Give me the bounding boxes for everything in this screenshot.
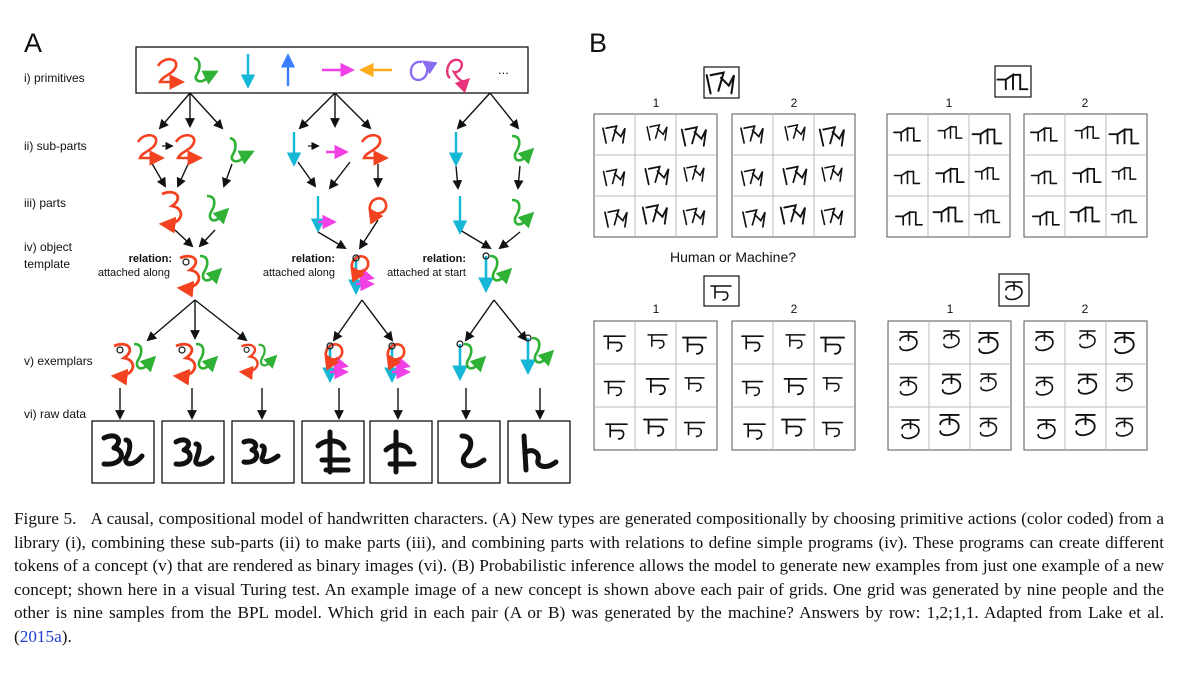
sub-parts-row [138,132,532,167]
panel-a-diagram: A i) primitives ii) sub-parts iii) parts… [24,28,571,484]
row-label-primitives: i) primitives [24,71,85,85]
grid-1a [593,113,718,238]
panel-a-letter: A [24,28,42,58]
row-label-parts: iii) parts [24,196,66,210]
row-label-raw-data: vi) raw data [24,407,86,421]
grid-4b [1023,320,1148,451]
caption-reference-link[interactable]: 2015a [19,626,62,646]
grid-4a [887,320,1012,451]
grid-label-3a: 1 [653,302,660,316]
more-primitives-ellipsis: ... [498,62,509,77]
grid-label-2a: 1 [946,96,953,110]
row-label-template: template [24,257,70,271]
raw-data-glyphs [101,429,559,475]
primitives-library: ... [135,46,529,94]
relation-text-2: attached along [263,267,335,279]
grid-3a [593,320,718,451]
grid-label-2b: 2 [1082,96,1089,110]
relation-heading-3: relation: [423,253,466,265]
caption-text: A causal, compositional model of handwri… [14,509,1165,646]
caption-end: ). [61,626,72,646]
grid-label-3b: 2 [791,302,798,316]
grid-2a [886,113,1011,238]
exemplars-row [114,335,552,380]
grid-label-4b: 2 [1082,302,1089,316]
caption-label: Figure 5. [14,509,77,528]
parts-row [162,192,532,235]
turing-question: Human or Machine? [670,249,796,265]
relation-heading-1: relation: [129,253,172,265]
figure-caption: Figure 5.A causal, compositional model o… [14,507,1164,648]
example-image-3 [703,275,740,307]
concept-4: 1 2 [887,273,1148,451]
circle-primitive-icon [409,60,438,82]
grid-2b [1023,113,1148,238]
relation-heading-2: relation: [292,253,335,265]
concept-3: 1 2 [593,275,856,451]
raw-data-row [91,420,571,484]
panel-b-turing-test: B 1 2 1 2 Human or Machine? 1 2 1 2 [589,28,1148,451]
loop-primitive-icon [446,58,471,94]
grid-label-1a: 1 [653,96,660,110]
row-label-object: iv) object [24,240,73,254]
relation-text-3: attached at start [387,267,466,279]
grid-1b [731,113,856,238]
object-templates-row: relation: attached along relation: attac… [98,253,510,292]
grid-3b [731,320,856,451]
row-label-exemplars: v) exemplars [24,354,93,368]
row-label-sub-parts: ii) sub-parts [24,139,87,153]
grid-label-4a: 1 [947,302,954,316]
grid-label-1b: 2 [791,96,798,110]
panel-b-letter: B [589,28,607,58]
relation-text-1: attached along [98,267,170,279]
concept-2: 1 2 [886,65,1148,238]
concept-1: 1 2 [593,66,856,238]
